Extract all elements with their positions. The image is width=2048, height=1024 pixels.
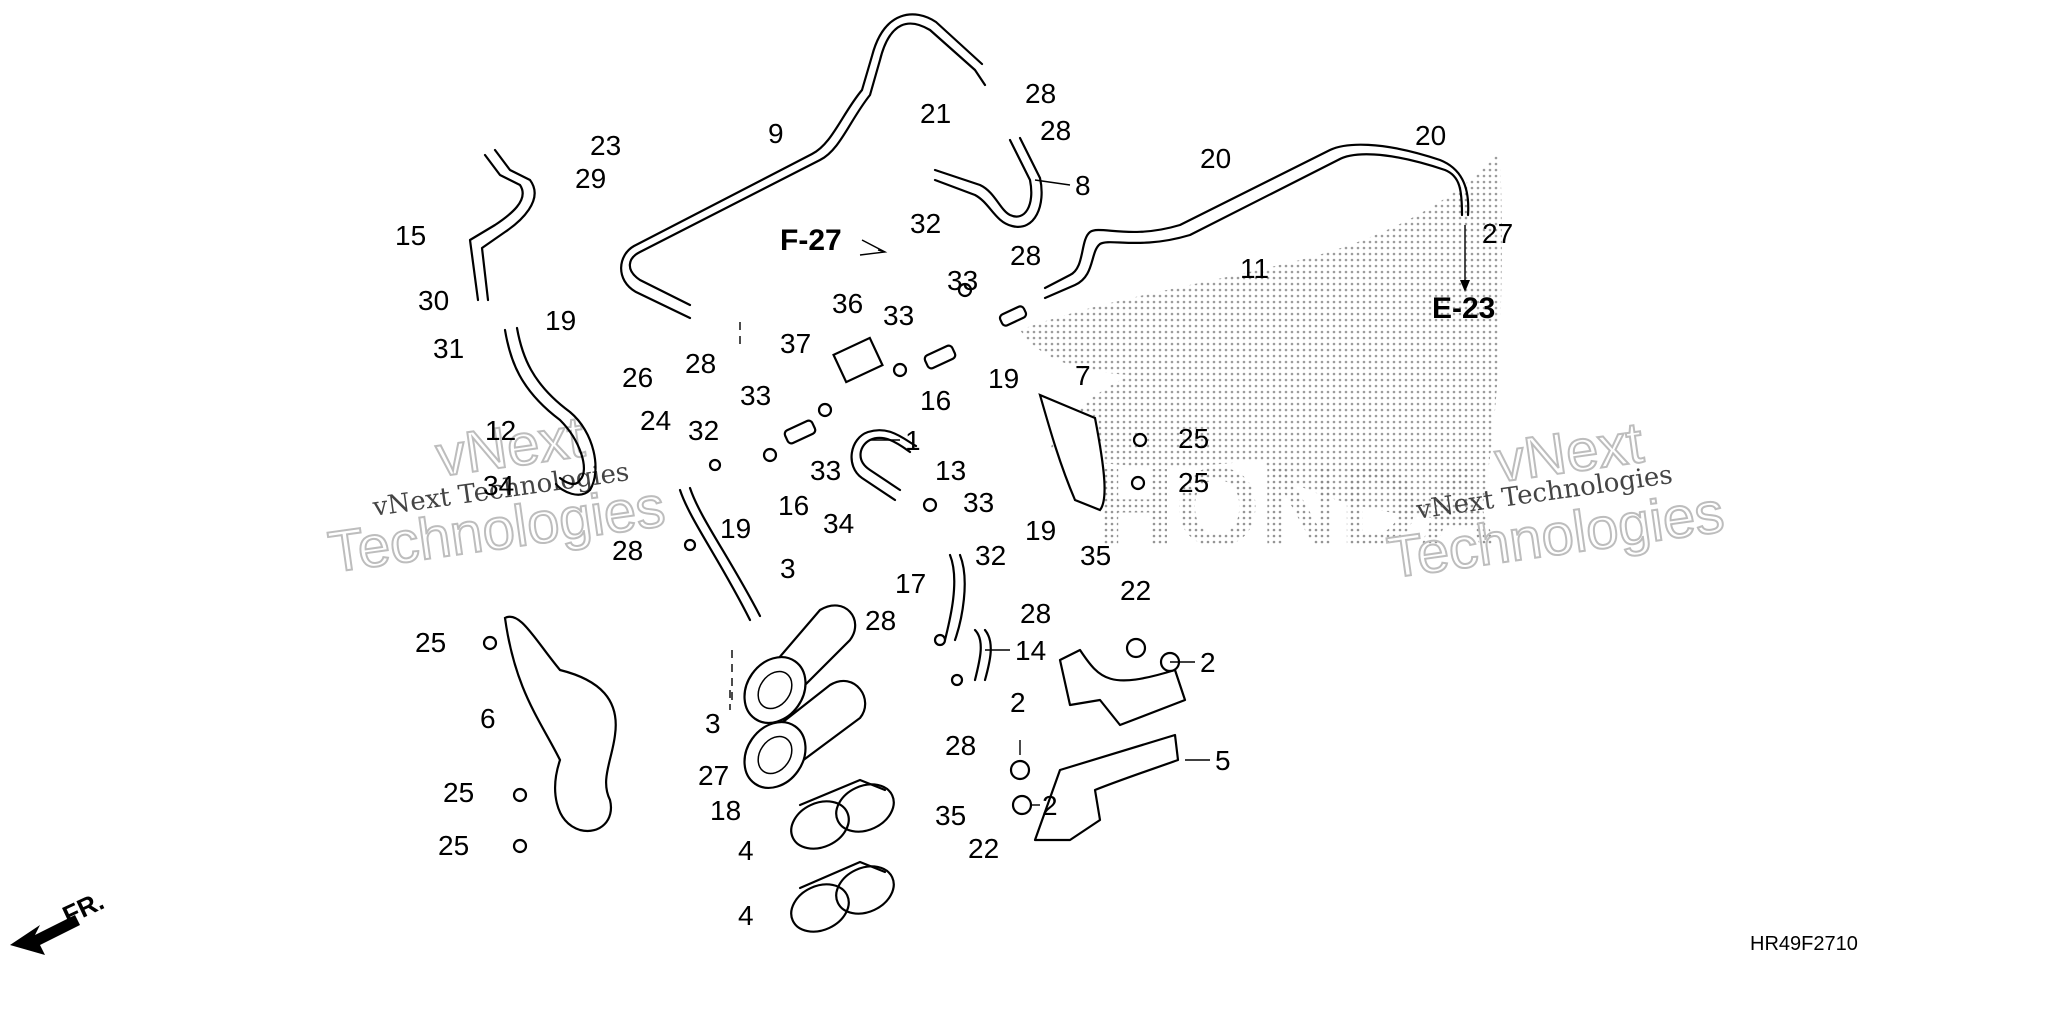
callout-5: 5 bbox=[1215, 745, 1231, 776]
canister-3-lower bbox=[743, 679, 867, 789]
callout-35b: 35 bbox=[935, 800, 966, 831]
callout-18: 18 bbox=[710, 795, 741, 826]
callout-23: 23 bbox=[590, 130, 621, 161]
ref-f27-label: F-27 bbox=[780, 224, 842, 257]
callout-35a: 35 bbox=[1080, 540, 1111, 571]
callout-28c: 28 bbox=[685, 348, 716, 379]
callout-33c: 33 bbox=[883, 300, 914, 331]
callout-2b: 2 bbox=[1010, 687, 1026, 718]
ref-e23-label: E-23 bbox=[1432, 292, 1495, 325]
callout-13: 13 bbox=[935, 455, 966, 486]
callout-34a: 34 bbox=[483, 470, 514, 501]
callout-3b: 3 bbox=[705, 708, 721, 739]
callout-16b: 16 bbox=[920, 385, 951, 416]
callout-11: 11 bbox=[1240, 253, 1269, 284]
plate-7 bbox=[1038, 393, 1106, 512]
callout-32a: 32 bbox=[688, 415, 719, 446]
callout-15: 15 bbox=[395, 220, 426, 251]
callout-28d: 28 bbox=[1010, 240, 1041, 271]
clamp-4-upper bbox=[790, 778, 895, 850]
callout-25d: 25 bbox=[443, 777, 474, 808]
hose-14 bbox=[973, 628, 992, 682]
clamp-4-lower bbox=[790, 860, 895, 933]
callout-1: 1 bbox=[905, 425, 921, 456]
callout-32c: 32 bbox=[975, 540, 1006, 571]
callout-2a: 2 bbox=[1200, 647, 1216, 678]
callout-19c: 19 bbox=[988, 363, 1019, 394]
hose-11 bbox=[1043, 143, 1470, 300]
hose-17 bbox=[943, 553, 966, 642]
callout-28f: 28 bbox=[865, 605, 896, 636]
callout-17: 17 bbox=[895, 568, 926, 599]
honda-wordmark: HONDA bbox=[1095, 446, 1498, 569]
callout-37: 37 bbox=[780, 328, 811, 359]
callout-28g: 28 bbox=[1020, 598, 1051, 629]
callout-33a: 33 bbox=[740, 380, 771, 411]
callout-33d: 33 bbox=[947, 265, 978, 296]
callout-27a: 27 bbox=[1482, 218, 1513, 249]
ref-e23: E-23 bbox=[1432, 225, 1495, 325]
callout-7: 7 bbox=[1075, 360, 1091, 391]
canister-3-upper bbox=[743, 604, 857, 724]
callout-25b: 25 bbox=[1178, 467, 1209, 498]
callout-4a: 4 bbox=[738, 835, 754, 866]
callout-25e: 25 bbox=[438, 830, 469, 861]
callout-16a: 16 bbox=[778, 490, 809, 521]
callout-30: 30 bbox=[418, 285, 449, 316]
bracket-5 bbox=[1033, 648, 1187, 842]
callout-9: 9 bbox=[768, 118, 784, 149]
callout-20b: 20 bbox=[1415, 120, 1446, 151]
callout-24: 24 bbox=[640, 405, 671, 436]
callout-21: 21 bbox=[920, 98, 951, 129]
hose-9 bbox=[620, 13, 987, 320]
callout-22a: 22 bbox=[1120, 575, 1151, 606]
hose-15-12 bbox=[468, 148, 597, 496]
ref-f27: F-27 bbox=[780, 224, 888, 257]
hose-13 bbox=[859, 436, 912, 492]
callout-19b: 19 bbox=[720, 513, 751, 544]
callout-25c: 25 bbox=[415, 627, 446, 658]
callout-2c: 2 bbox=[1042, 790, 1058, 821]
callout-33e: 33 bbox=[963, 487, 994, 518]
callout-26: 26 bbox=[622, 362, 653, 393]
shield-6 bbox=[503, 615, 617, 833]
callouts: 1 2 2 2 3 3 4 4 5 6 7 8 9 11 12 13 14 15… bbox=[395, 78, 1513, 931]
callout-22b: 22 bbox=[968, 833, 999, 864]
callout-25a: 25 bbox=[1178, 423, 1209, 454]
hose-8 bbox=[933, 136, 1043, 228]
callout-33b: 33 bbox=[810, 455, 841, 486]
callout-8: 8 bbox=[1075, 170, 1091, 201]
callout-29: 29 bbox=[575, 163, 606, 194]
callout-28b: 28 bbox=[1040, 115, 1071, 146]
callout-36: 36 bbox=[832, 288, 863, 319]
callout-12: 12 bbox=[485, 415, 516, 446]
callout-34b: 34 bbox=[823, 508, 854, 539]
callout-3a: 3 bbox=[780, 553, 796, 584]
honda-wing-logo: HONDA bbox=[1020, 150, 1502, 569]
callout-32b: 32 bbox=[910, 208, 941, 239]
front-arrow: FR. bbox=[10, 886, 109, 955]
diagram-code: HR49F2710 bbox=[1750, 933, 1858, 955]
callout-19a: 19 bbox=[545, 305, 576, 336]
callout-28h: 28 bbox=[945, 730, 976, 761]
callout-31: 31 bbox=[433, 333, 464, 364]
valve-36 bbox=[832, 336, 884, 384]
callout-20a: 20 bbox=[1200, 143, 1231, 174]
callout-4b: 4 bbox=[738, 900, 754, 931]
callout-14: 14 bbox=[1015, 635, 1046, 666]
callout-28e: 28 bbox=[612, 535, 643, 566]
callout-27b: 27 bbox=[698, 760, 729, 791]
callout-28a: 28 bbox=[1025, 78, 1056, 109]
callout-6: 6 bbox=[480, 703, 496, 734]
callout-19d: 19 bbox=[1025, 515, 1056, 546]
